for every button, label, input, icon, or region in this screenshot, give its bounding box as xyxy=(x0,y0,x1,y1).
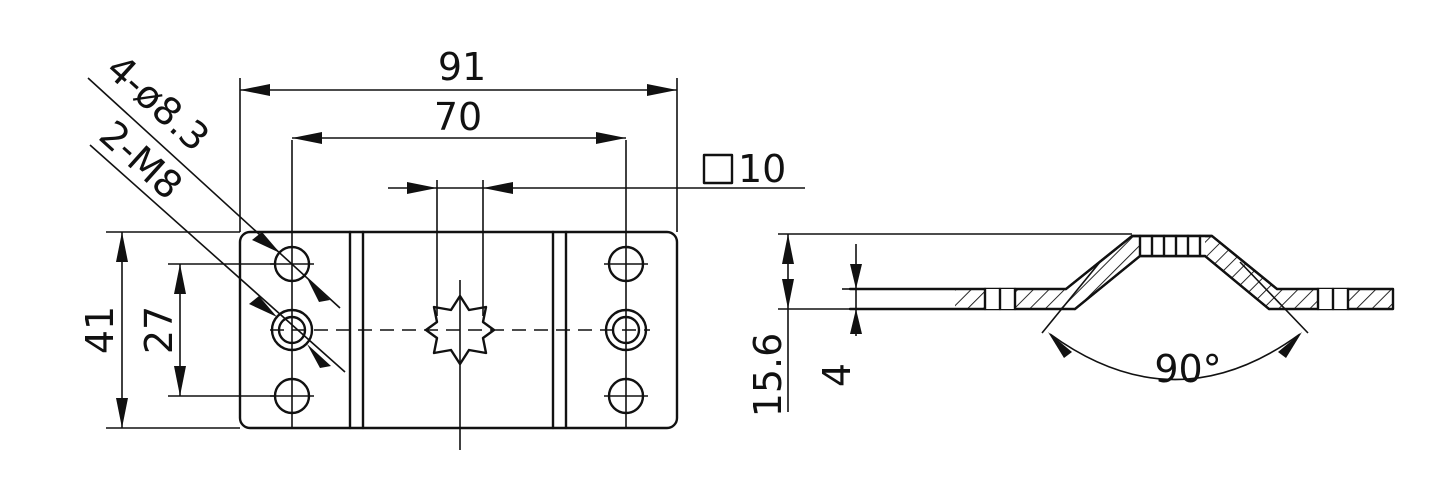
leader-threads xyxy=(89,144,346,373)
angle-arc xyxy=(1049,333,1301,381)
dim-15-6-label: 15.6 xyxy=(746,333,790,418)
leader-holes xyxy=(87,77,341,309)
plate-outline xyxy=(238,230,679,430)
square-symbol-icon xyxy=(702,153,734,185)
dim-41-label: 41 xyxy=(78,306,122,354)
angle-label: 90° xyxy=(1154,347,1221,391)
dim-91-label: 91 xyxy=(438,45,486,89)
front-view xyxy=(238,140,679,450)
side-section-hatched xyxy=(955,236,1393,309)
dim-4-label: 4 xyxy=(815,363,859,387)
side-view: 15.6 4 90° xyxy=(746,233,1395,418)
dim-square-label: 10 xyxy=(738,147,786,191)
front-dimensions: 91 70 10 41 27 4-ø8.3 2-M xyxy=(78,45,805,429)
side-hole-bands xyxy=(983,234,1350,311)
dim-27-label: 27 xyxy=(137,306,181,354)
dim-70-label: 70 xyxy=(434,95,482,139)
square-star-hole xyxy=(424,294,496,366)
